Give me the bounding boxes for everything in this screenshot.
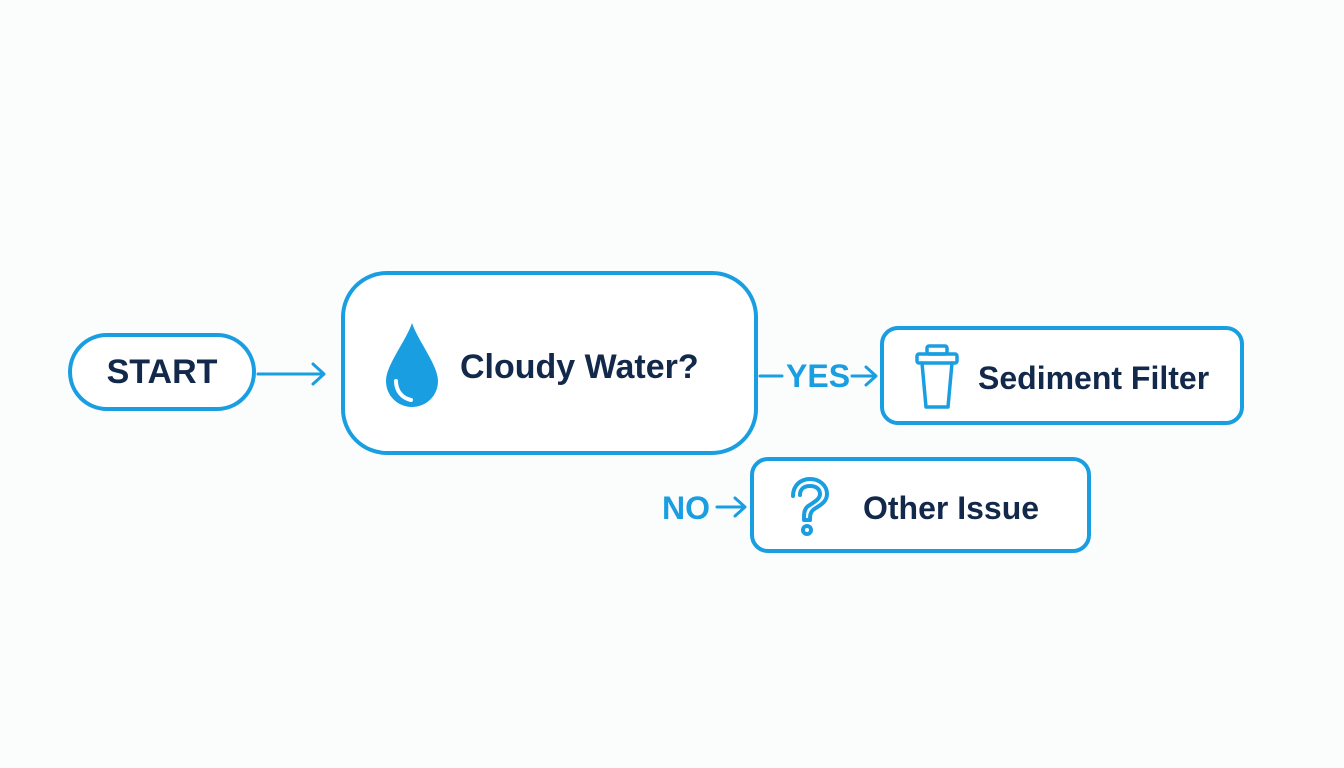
water-drop-icon xyxy=(386,323,438,407)
start-node: START xyxy=(68,333,256,411)
other-issue-node: Other Issue xyxy=(750,457,1091,553)
edge-start-to-decision xyxy=(256,362,326,386)
arrowhead xyxy=(311,362,326,386)
edge-no-to-other xyxy=(715,496,747,518)
sediment-filter-node: Sediment Filter xyxy=(880,326,1244,425)
start-node-label: START xyxy=(106,352,218,391)
arrowhead xyxy=(733,496,747,518)
question-mark-icon xyxy=(791,477,829,536)
decision-node-label: Cloudy Water? xyxy=(460,348,699,386)
filter-cartridge-icon xyxy=(915,344,959,409)
sediment-filter-node-label: Sediment Filter xyxy=(978,360,1210,396)
yes-edge-label: YES xyxy=(786,358,851,394)
decision-node: Cloudy Water? xyxy=(341,271,758,455)
no-edge-label: NO xyxy=(662,490,710,526)
edge-yes-to-sediment xyxy=(850,365,878,387)
other-issue-node-label: Other Issue xyxy=(863,490,1040,526)
arrowhead xyxy=(864,365,878,387)
